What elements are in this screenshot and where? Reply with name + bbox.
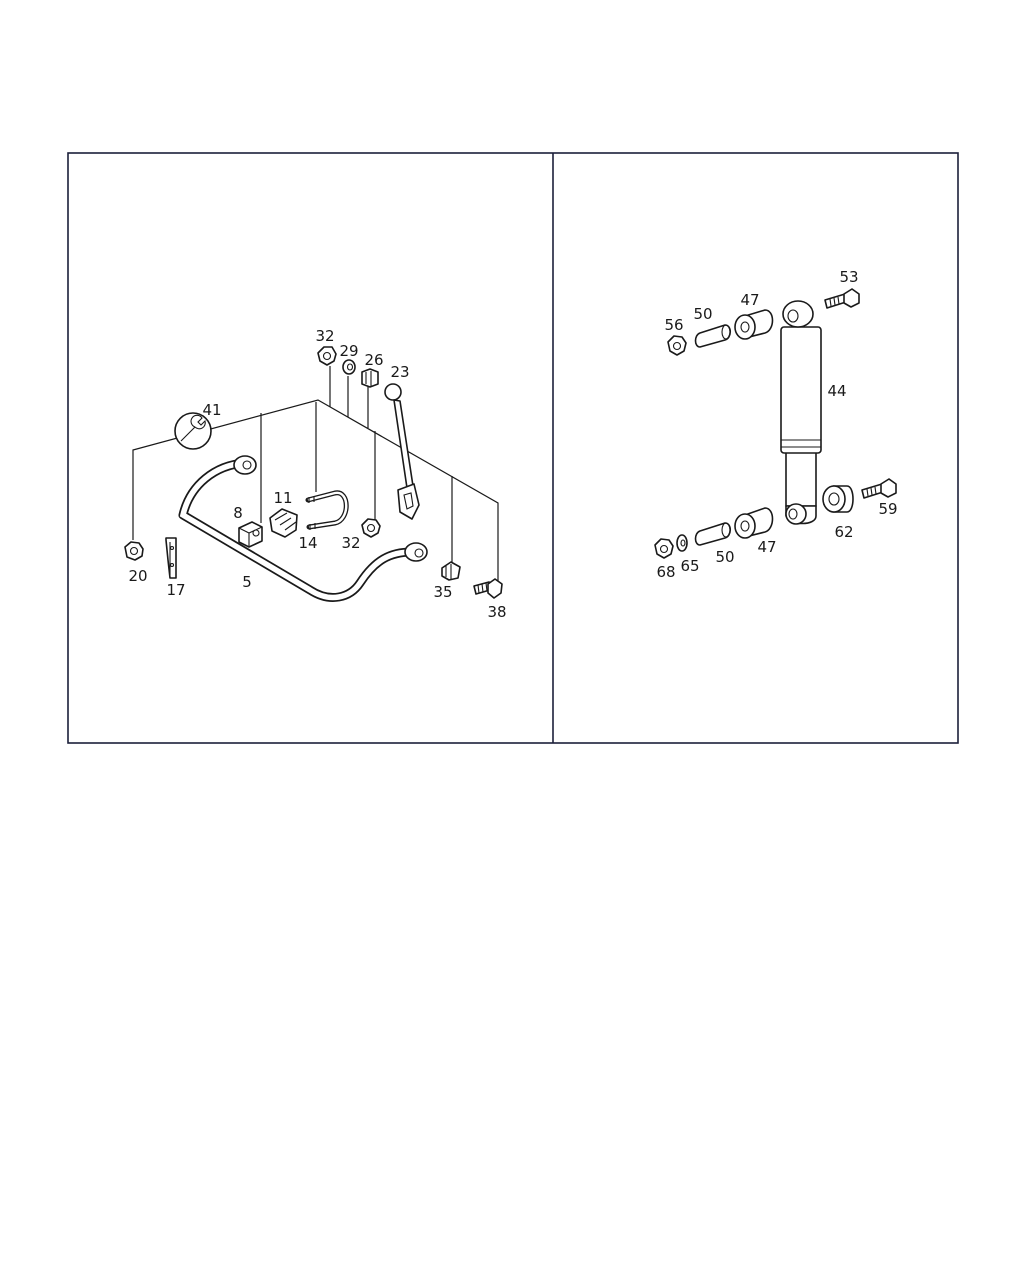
rubber-bush-47-lower bbox=[734, 507, 774, 539]
bolt-38 bbox=[473, 578, 503, 599]
nut-32-upper bbox=[317, 346, 337, 366]
callout-label: 65 bbox=[680, 557, 699, 575]
link-rod-23 bbox=[384, 383, 420, 520]
rubber-bush-47-upper bbox=[734, 309, 774, 340]
callout-label: 47 bbox=[740, 291, 759, 309]
callout-label: 59 bbox=[878, 500, 897, 518]
bushing-26 bbox=[361, 368, 379, 388]
panel-shock-absorber: 53 47 50 56 44 59 62 68 65 50 47 bbox=[654, 268, 898, 581]
rubber-bushing-35 bbox=[441, 561, 461, 581]
callout-label: 62 bbox=[834, 523, 853, 541]
nut-56 bbox=[667, 335, 687, 356]
callout-label: 56 bbox=[664, 316, 683, 334]
callout-label: 41 bbox=[202, 401, 221, 419]
sleeve-50-upper bbox=[694, 324, 732, 348]
callout-label: 32 bbox=[341, 534, 360, 552]
callout-label: 53 bbox=[839, 268, 858, 286]
spacer-ring-62 bbox=[822, 485, 854, 513]
callout-label: 23 bbox=[390, 363, 409, 381]
u-bolt-14 bbox=[305, 490, 349, 530]
bolt-53 bbox=[824, 288, 860, 309]
callout-label: 20 bbox=[128, 567, 147, 585]
washer-65 bbox=[676, 534, 688, 552]
nut-32-lower bbox=[361, 518, 381, 538]
clamp-11 bbox=[269, 508, 298, 538]
nut-68 bbox=[654, 538, 674, 559]
rubber-mount-8 bbox=[238, 521, 263, 548]
callout-label: 29 bbox=[339, 342, 358, 360]
callout-label: 35 bbox=[433, 583, 452, 601]
shock-absorber-44 bbox=[780, 300, 822, 525]
clip-17 bbox=[165, 537, 177, 579]
callout-label: 44 bbox=[827, 382, 846, 400]
leader-lines-left bbox=[132, 366, 499, 585]
callout-label: 26 bbox=[364, 351, 383, 369]
callout-label: 68 bbox=[656, 563, 675, 581]
callout-label: 17 bbox=[166, 581, 185, 599]
callout-label: 47 bbox=[757, 538, 776, 556]
callout-labels-right: 53 47 50 56 44 59 62 68 65 50 47 bbox=[656, 268, 897, 581]
callout-label: 32 bbox=[315, 327, 334, 345]
callout-labels-left: 32 29 26 23 41 11 8 14 32 20 17 5 35 38 bbox=[128, 327, 506, 621]
callout-label: 38 bbox=[487, 603, 506, 621]
callout-label: 11 bbox=[273, 489, 292, 507]
washer-29 bbox=[342, 359, 356, 375]
callout-label: 5 bbox=[242, 573, 252, 591]
diagram-frame bbox=[67, 152, 959, 744]
bolt-59 bbox=[861, 478, 897, 499]
callout-label: 50 bbox=[693, 305, 712, 323]
sleeve-50-lower bbox=[694, 522, 732, 546]
wrench-icon bbox=[174, 412, 212, 450]
stabilizer-bar bbox=[178, 455, 428, 602]
panel-stabilizer: 32 29 26 23 41 11 8 14 32 20 17 5 35 38 bbox=[124, 327, 507, 621]
nut-20 bbox=[124, 541, 144, 561]
callout-label: 14 bbox=[298, 534, 317, 552]
callout-label: 8 bbox=[233, 504, 243, 522]
callout-label: 50 bbox=[715, 548, 734, 566]
